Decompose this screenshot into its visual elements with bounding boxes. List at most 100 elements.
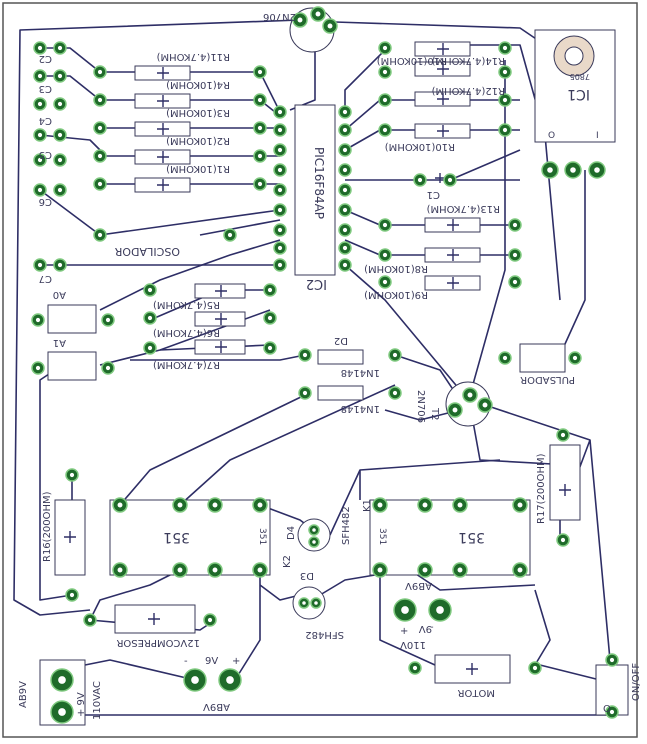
relay-k1-body: [369, 499, 531, 576]
pad-hole: [312, 528, 316, 532]
c7-label: C7: [39, 273, 52, 284]
pad-hole: [502, 97, 508, 103]
pad-hole: [97, 181, 103, 187]
pad-hole: [342, 207, 348, 213]
relay-left-label: 351: [163, 529, 190, 545]
pad-hole: [97, 153, 103, 159]
pad-hole: [87, 617, 93, 623]
pad-hole: [277, 245, 283, 251]
pad-hole: [342, 245, 348, 251]
pad-hole: [212, 567, 218, 573]
pad-hole: [212, 502, 218, 508]
pad-hole: [97, 69, 103, 75]
pad-hole: [312, 540, 316, 544]
osc-label: OSCILADOR: [114, 245, 180, 258]
pad-hole: [57, 132, 63, 138]
pad-hole: [572, 355, 578, 361]
pad-hole: [482, 402, 488, 408]
pad-hole: [457, 502, 463, 508]
pad-hole: [512, 279, 518, 285]
pad-hole: [467, 392, 473, 398]
pad-hole: [69, 592, 75, 598]
pad-hole: [37, 45, 43, 51]
pad-hole: [37, 73, 43, 79]
pad-hole: [227, 232, 233, 238]
r3-label: R3(10KOHM): [166, 107, 230, 118]
pad-hole: [547, 167, 553, 173]
v9-left-label: 9V: [205, 656, 218, 667]
k1-label: K1: [362, 499, 373, 512]
pad-hole: [532, 665, 538, 671]
pad-hole: [436, 606, 444, 614]
pad-hole: [105, 317, 111, 323]
pad-hole: [57, 262, 63, 268]
ic2-body: [294, 104, 336, 276]
k2-label: K2: [282, 555, 293, 568]
pad-hole: [382, 69, 388, 75]
r2-label: R2(10KOHM): [166, 135, 230, 146]
pad-hole: [382, 279, 388, 285]
c6-label: C6: [39, 196, 52, 207]
pad-hole: [401, 606, 409, 614]
ic1-7805-label: 7805: [570, 72, 590, 81]
pad-hole: [226, 676, 234, 684]
pad-hole: [342, 262, 348, 268]
pad-hole: [314, 601, 318, 605]
board-outline: [2, 2, 638, 738]
pad-hole: [382, 45, 388, 51]
pad-hole: [417, 177, 423, 183]
pad-hole: [302, 601, 306, 605]
pad-hole: [422, 502, 428, 508]
d2-part-label: 1N4148: [341, 367, 380, 378]
pad-hole: [37, 157, 43, 163]
pad-hole: [97, 125, 103, 131]
pad-hole: [392, 390, 398, 396]
pad-hole: [422, 567, 428, 573]
d2-label: D2: [334, 335, 348, 346]
pad-hole: [297, 17, 303, 23]
d4-label: D4: [286, 526, 297, 540]
pad-hole: [97, 97, 103, 103]
silkscreen-labels: 2N706 R11(4.7KOHM) R4(10KOHM) R3(10KOHM)…: [18, 11, 642, 720]
pad-hole: [257, 502, 263, 508]
pad-hole: [560, 432, 566, 438]
pad-hole: [412, 665, 418, 671]
r5-label: R5(4.7KOHM): [153, 299, 220, 310]
sfh-bot-label: SFH482: [305, 629, 344, 640]
plus-left-label: +: [232, 656, 240, 667]
c5-label: C5: [39, 149, 52, 160]
pad-hole: [191, 676, 199, 684]
pad-hole: [257, 153, 263, 159]
c1-label: C1: [427, 189, 440, 200]
motor-label: MOTOR: [458, 687, 495, 698]
d3-label: D3: [300, 570, 314, 581]
pad-hole: [257, 97, 263, 103]
a1-box: [47, 351, 97, 381]
r17-label: R17(200OHM): [536, 453, 547, 524]
onoff-label: ON/OFF: [631, 663, 642, 701]
term-minus-label: -: [430, 622, 434, 633]
r4-label: R4(10KOHM): [166, 79, 230, 90]
pulsador-box: [519, 343, 566, 373]
ic1-pin-o: O: [548, 131, 555, 141]
pad-hole: [342, 127, 348, 133]
pad-hole: [105, 365, 111, 371]
pad-hole: [58, 676, 66, 684]
pad-hole: [37, 262, 43, 268]
v9-plus-label: + 9V: [76, 692, 87, 717]
pad-hole: [147, 315, 153, 321]
pad-hole: [502, 69, 508, 75]
pad-hole: [609, 709, 615, 715]
pad-hole: [69, 472, 75, 478]
pad-hole: [257, 125, 263, 131]
solder-pads: [31, 6, 619, 724]
a0-label: A0: [53, 289, 66, 300]
d1-part-label: 1N4148: [341, 403, 380, 414]
pad-hole: [502, 127, 508, 133]
pad-hole: [302, 352, 308, 358]
pad-hole: [342, 109, 348, 115]
pad-hole: [57, 101, 63, 107]
pad-hole: [342, 167, 348, 173]
pad-hole: [560, 537, 566, 543]
